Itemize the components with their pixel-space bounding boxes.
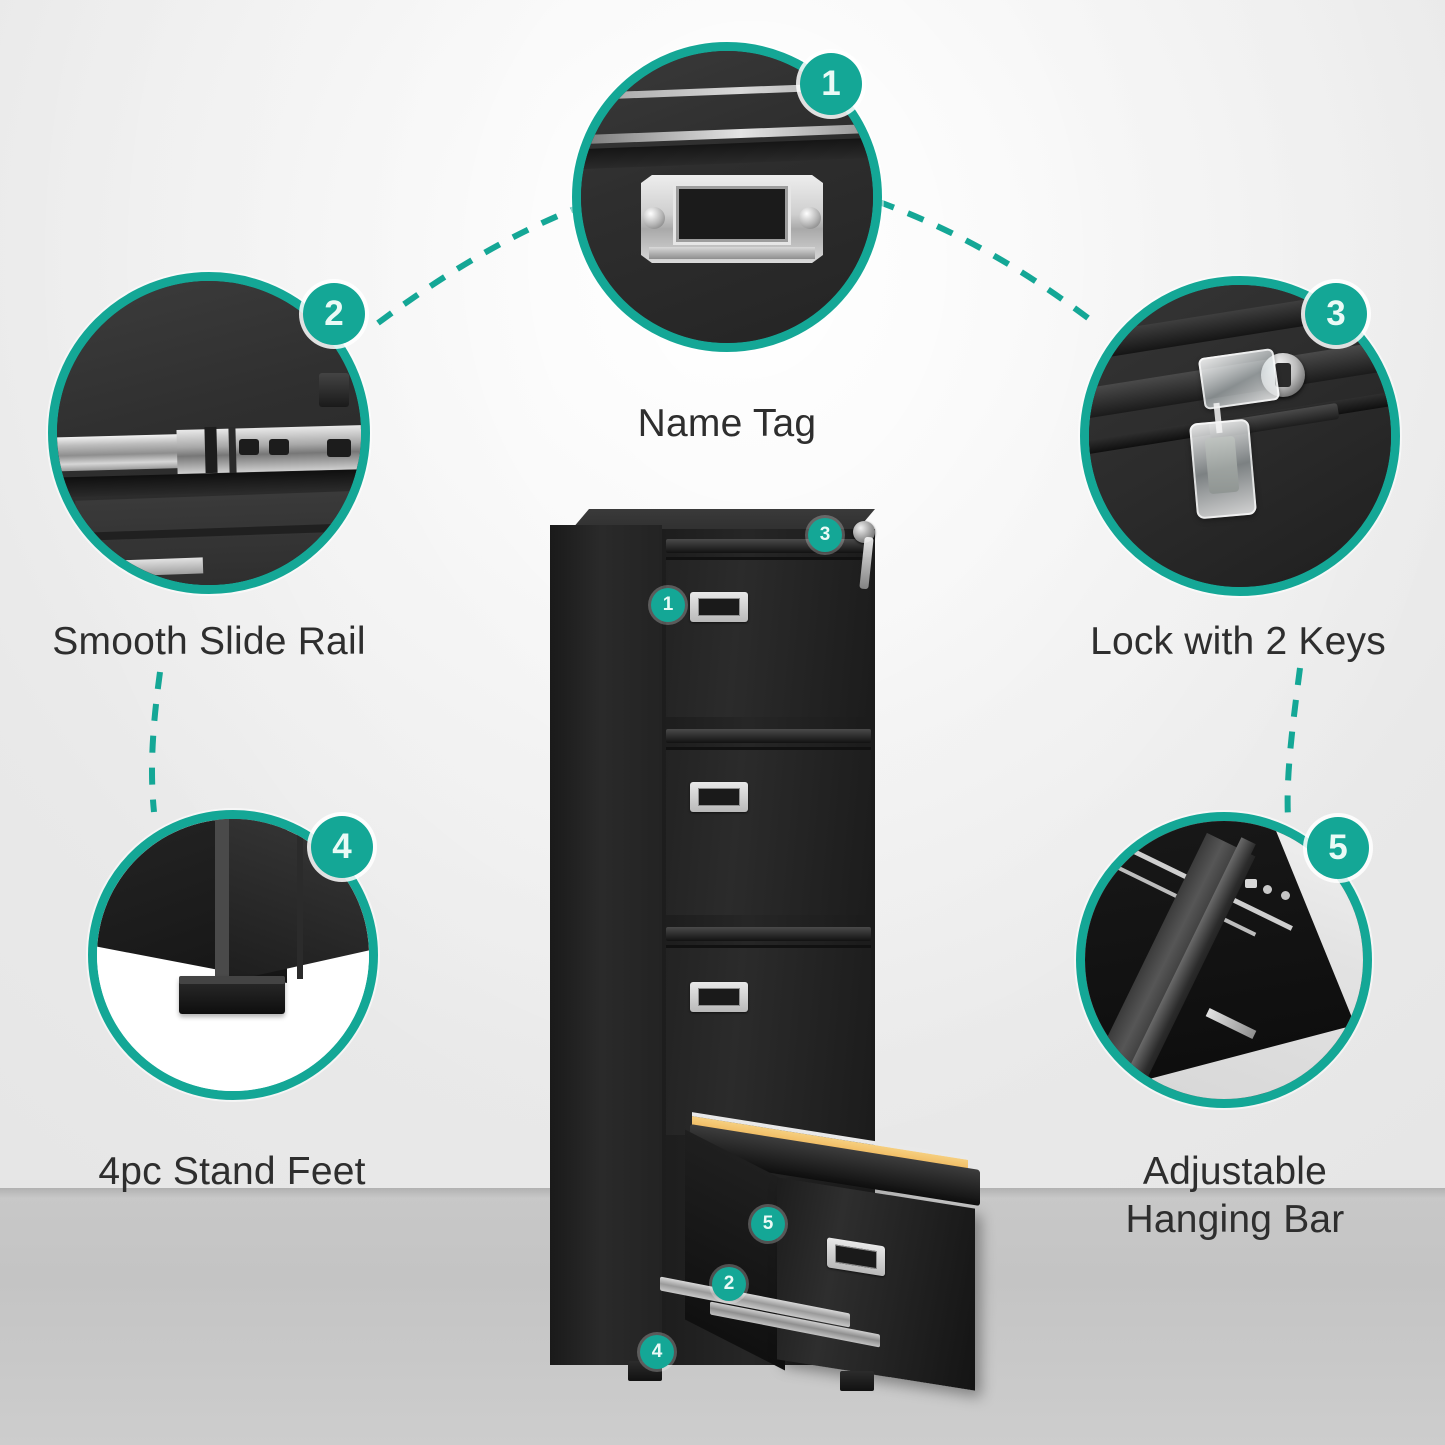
drawer-2[interactable]: [666, 747, 871, 915]
feature-badge-4: 4: [311, 816, 373, 878]
product-marker-2: 2: [712, 1267, 746, 1301]
drawer-3-name-plate: [690, 982, 748, 1012]
feature-circle-name-tag[interactable]: [572, 42, 882, 352]
feature-caption-1: Name Tag: [637, 402, 817, 445]
feature-badge-5: 5: [1307, 817, 1369, 879]
feature-badge-2: 2: [303, 283, 365, 345]
product-marker-4: 4: [640, 1335, 674, 1369]
drawer-1[interactable]: [666, 557, 871, 717]
feature-caption-2: Smooth Slide Rail: [52, 620, 366, 663]
product-marker-5: 5: [751, 1207, 785, 1241]
feature-circle-lock[interactable]: [1080, 276, 1400, 596]
product-marker-1: 1: [651, 588, 685, 622]
drawer-4-open[interactable]: [777, 1177, 975, 1391]
cabinet-foot-front-right: [840, 1371, 874, 1391]
drawer-2-name-plate: [690, 782, 748, 812]
feature-badge-1: 1: [800, 53, 862, 115]
drawer-4-name-plate: [827, 1237, 885, 1277]
product-file-cabinet: 1 3 5 2 4: [540, 495, 1020, 1395]
drawer-3-lip: [666, 927, 871, 941]
drawer-2-lip: [666, 729, 871, 743]
feature-caption-5: Adjustable Hanging Bar: [1125, 1150, 1345, 1241]
cabinet-side-panel: [550, 525, 662, 1365]
connector-lock-to-5: [1284, 667, 1303, 819]
connector-slide-rail-to-4: [149, 671, 163, 813]
feature-badge-3: 3: [1305, 283, 1367, 345]
drawer-3[interactable]: [666, 945, 871, 1135]
feature-caption-4: 4pc Stand Feet: [98, 1150, 366, 1193]
drawer-1-name-plate: [690, 592, 748, 622]
product-marker-3: 3: [808, 518, 842, 552]
feature-caption-3: Lock with 2 Keys: [1090, 620, 1386, 663]
